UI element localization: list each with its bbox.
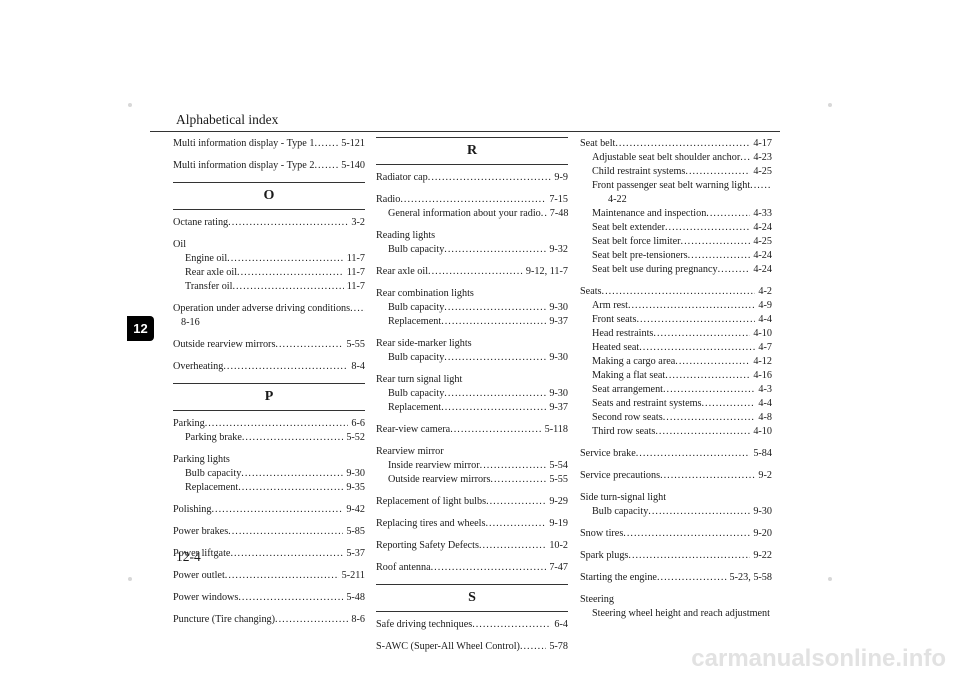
index-entry[interactable]: Safe driving techniques6-4 <box>376 618 568 632</box>
index-subentry[interactable]: Seat belt force limiter4-25 <box>580 235 772 249</box>
index-subentry[interactable]: Maintenance and inspection4-33 <box>580 207 772 221</box>
index-subentry[interactable]: Seat belt pre-tensioners4-24 <box>580 249 772 263</box>
index-entry[interactable]: Rear axle oil9-12, 11-7 <box>376 265 568 279</box>
crop-mark <box>128 577 132 581</box>
index-entry[interactable]: Rear-view camera5-118 <box>376 423 568 437</box>
index-entry[interactable]: S-AWC (Super-All Wheel Control)5-78 <box>376 640 568 654</box>
section-letter-p: P <box>173 383 365 411</box>
page-number: 12-4 <box>176 549 201 564</box>
index-entry[interactable]: Puncture (Tire changing)8-6 <box>173 613 365 627</box>
index-heading: Rear turn signal light <box>376 374 463 385</box>
index-entry[interactable]: Replacing tires and wheels9-19 <box>376 517 568 531</box>
index-heading: Side turn-signal light <box>580 492 667 503</box>
index-entry[interactable]: Multi information display - Type 25-140 <box>173 159 365 173</box>
crop-mark <box>128 103 132 107</box>
index-subentry[interactable]: Making a flat seat4-16 <box>580 369 772 383</box>
index-entry[interactable]: Seat belt4-17 <box>580 137 772 151</box>
index-entry[interactable]: Power liftgate5-37 <box>173 547 365 561</box>
index-subentry-text: Steering wheel height and reach adjustme… <box>592 608 770 619</box>
header-rule <box>150 131 780 132</box>
index-subentry[interactable]: Front passenger seat belt warning light <box>580 179 772 193</box>
index-subentry[interactable]: Front seats4-4 <box>580 313 772 327</box>
index-column-3: Seat belt4-17 Adjustable seat belt shoul… <box>580 137 772 621</box>
index-subentry[interactable]: Replacement9-37 <box>376 315 568 329</box>
index-entry[interactable]: Outside rearview mirrors5-55 <box>173 338 365 352</box>
index-entry[interactable]: Parking6-6 <box>173 417 365 431</box>
index-subentry[interactable]: Replacement9-35 <box>173 481 365 495</box>
index-subentry[interactable]: Seat belt use during pregnancy4-24 <box>580 263 772 277</box>
index-heading: Steering <box>580 594 614 605</box>
index-entry[interactable]: Snow tires9-20 <box>580 527 772 541</box>
index-heading: Rear side-marker lights <box>376 338 472 349</box>
index-entry[interactable]: Overheating8-4 <box>173 360 365 374</box>
chapter-tab[interactable]: 12 <box>127 316 154 341</box>
index-page-ref: 4-22 <box>608 194 627 205</box>
index-subentry[interactable]: Bulb capacity9-30 <box>580 505 772 519</box>
crop-mark <box>828 577 832 581</box>
index-subentry[interactable]: Bulb capacity9-30 <box>173 467 365 481</box>
index-entry[interactable]: Power brakes5-85 <box>173 525 365 539</box>
index-subentry[interactable]: Third row seats4-10 <box>580 425 772 439</box>
section-letter-r: R <box>376 137 568 165</box>
index-entry[interactable]: Power outlet5-211 <box>173 569 365 583</box>
index-entry[interactable]: Spark plugs9-22 <box>580 549 772 563</box>
index-entry[interactable]: Octane rating3-2 <box>173 216 365 230</box>
watermark-logo: carmanualsonline.info <box>691 645 946 672</box>
index-heading: Oil <box>173 239 187 250</box>
index-entry[interactable]: Power windows5-48 <box>173 591 365 605</box>
index-subentry[interactable]: Seat arrangement4-3 <box>580 383 772 397</box>
index-heading: Reading lights <box>376 230 436 241</box>
index-column-1: Multi information display - Type 15-121 … <box>173 137 365 627</box>
index-subentry[interactable]: Bulb capacity9-30 <box>376 301 568 315</box>
index-entry[interactable]: Service brake5-84 <box>580 447 772 461</box>
index-entry[interactable]: Roof antenna7-47 <box>376 561 568 575</box>
index-entry[interactable]: Radiator cap9-9 <box>376 171 568 185</box>
index-entry[interactable]: Service precautions9-2 <box>580 469 772 483</box>
index-subentry[interactable]: Arm rest4-9 <box>580 299 772 313</box>
index-subentry[interactable]: Bulb capacity9-32 <box>376 243 568 257</box>
index-subentry[interactable]: Engine oil11-7 <box>173 252 365 266</box>
index-subentry[interactable]: Seats and restraint systems4-4 <box>580 397 772 411</box>
index-entry[interactable]: Radio7-15 <box>376 193 568 207</box>
index-entry[interactable]: Seats4-2 <box>580 285 772 299</box>
index-entry[interactable]: Polishing9-42 <box>173 503 365 517</box>
index-entry[interactable]: Operation under adverse driving conditio… <box>173 302 365 316</box>
index-entry[interactable]: Multi information display - Type 15-121 <box>173 137 365 151</box>
running-header-title: Alphabetical index <box>176 112 279 127</box>
index-heading: Rear combination lights <box>376 288 474 299</box>
index-subentry[interactable]: Child restraint systems4-25 <box>580 165 772 179</box>
index-subentry[interactable]: Replacement9-37 <box>376 401 568 415</box>
section-letter-s: S <box>376 584 568 612</box>
section-letter-o: O <box>173 182 365 210</box>
index-subentry[interactable]: Transfer oil11-7 <box>173 280 365 294</box>
index-subentry[interactable]: Inside rearview mirror5-54 <box>376 459 568 473</box>
index-heading: Rearview mirror <box>376 446 444 457</box>
index-subentry[interactable]: Second row seats4-8 <box>580 411 772 425</box>
crop-mark <box>828 103 832 107</box>
index-entry[interactable]: Reporting Safety Defects10-2 <box>376 539 568 553</box>
index-heading: Parking lights <box>173 454 230 465</box>
index-page-ref: 8-16 <box>181 317 200 328</box>
index-subentry[interactable]: Head restraints4-10 <box>580 327 772 341</box>
index-entry[interactable]: Replacement of light bulbs9-29 <box>376 495 568 509</box>
index-column-2: R Radiator cap9-9 Radio7-15 General info… <box>376 137 568 654</box>
index-subentry[interactable]: Rear axle oil11-7 <box>173 266 365 280</box>
index-subentry[interactable]: Bulb capacity9-30 <box>376 351 568 365</box>
index-subentry[interactable]: Making a cargo area4-12 <box>580 355 772 369</box>
index-subentry[interactable]: Adjustable seat belt shoulder anchor4-23 <box>580 151 772 165</box>
index-entry[interactable]: Starting the engine5-23, 5-58 <box>580 571 772 585</box>
index-subentry[interactable]: Heated seat4-7 <box>580 341 772 355</box>
index-subentry[interactable]: Bulb capacity9-30 <box>376 387 568 401</box>
index-subentry[interactable]: General information about your radio7-48 <box>376 207 568 221</box>
index-subentry[interactable]: Outside rearview mirrors5-55 <box>376 473 568 487</box>
index-subentry[interactable]: Parking brake5-52 <box>173 431 365 445</box>
index-subentry[interactable]: Seat belt extender4-24 <box>580 221 772 235</box>
